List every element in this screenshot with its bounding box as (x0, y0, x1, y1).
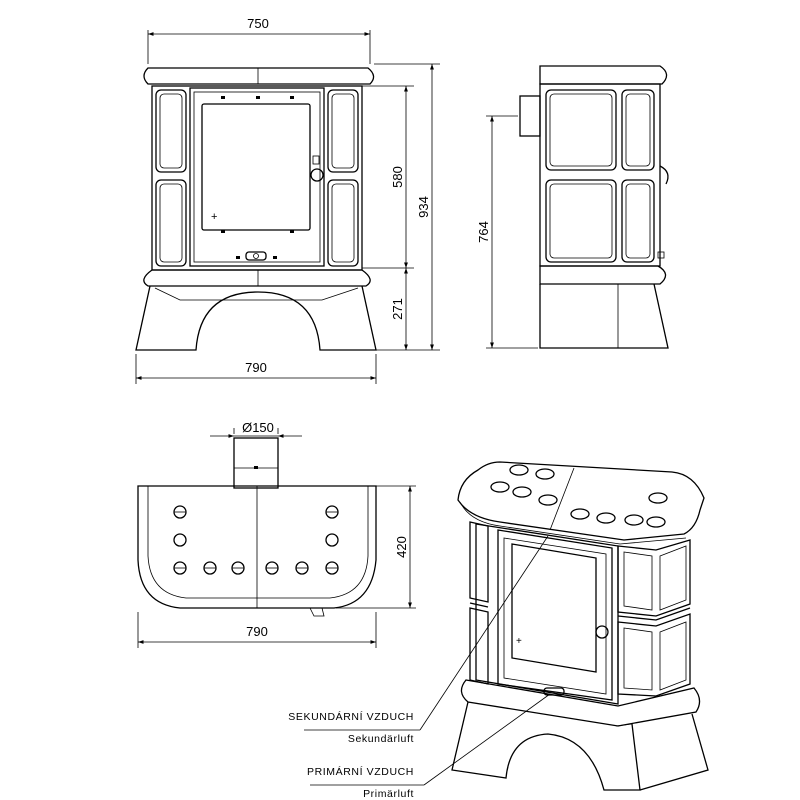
dim-flue-diameter: Ø150 (242, 420, 274, 435)
front-view: + (135, 67, 377, 351)
dim-top-width: 750 (247, 16, 269, 31)
dim-bottom-width-front: 790 (245, 360, 267, 375)
side-view (519, 65, 669, 349)
primary-air-label-cz: PRIMÁRNÍ VZDUCH (307, 765, 414, 778)
primary-air-label-de: Primärluft (363, 788, 414, 800)
dim-bottom-width-top: 790 (246, 624, 268, 639)
side-dimensions: 764 (476, 115, 538, 349)
secondary-air-label-cz: SEKUNDÁRNÍ VZDUCH (288, 710, 414, 723)
dim-depth: 420 (394, 536, 409, 558)
isometric-view: + (451, 461, 709, 791)
top-dimensions: Ø150 420 790 (137, 420, 416, 648)
dim-height-door: 580 (390, 166, 405, 188)
dim-height-base: 271 (390, 298, 405, 320)
top-view (137, 437, 377, 617)
svg-text:+: + (211, 211, 217, 223)
svg-text:+: + (516, 636, 522, 647)
secondary-air-label-de: Sekundärluft (348, 733, 414, 745)
annotations: SEKUNDÁRNÍ VZDUCH Sekundärluft PRIMÁRNÍ … (288, 535, 551, 800)
dim-side-height: 764 (476, 221, 491, 243)
front-dimensions: 750 580 271 934 790 (135, 16, 440, 384)
dim-height-total: 934 (416, 196, 431, 218)
